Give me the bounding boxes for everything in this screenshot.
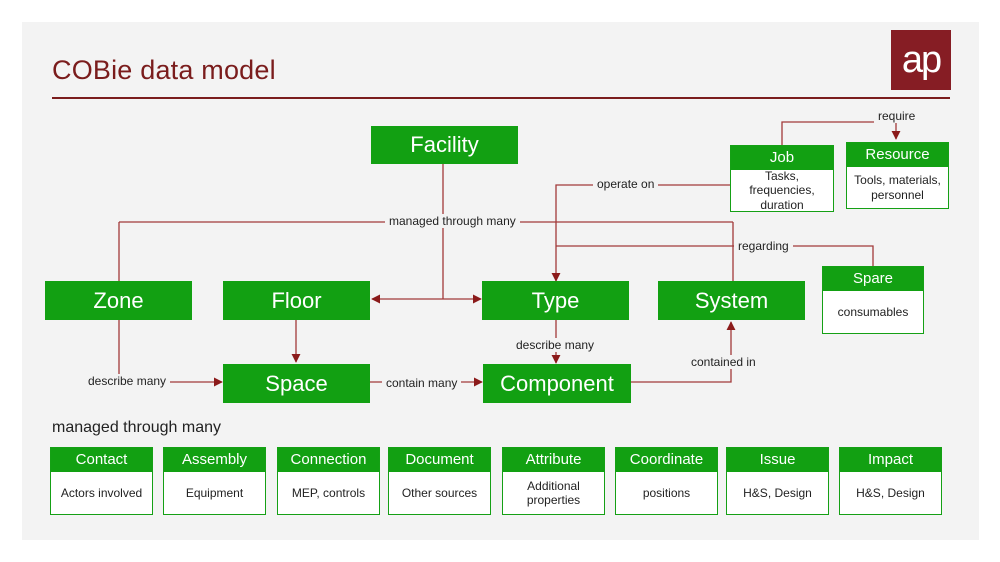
card-attribute-title: Attribute <box>503 448 604 472</box>
label-require: require <box>874 109 920 123</box>
label-describe-many-type: describe many <box>512 338 599 352</box>
require-connector <box>781 121 901 145</box>
entity-floor: Floor <box>223 281 370 320</box>
card-assembly-title: Assembly <box>164 448 265 472</box>
title-divider <box>52 97 950 99</box>
ap-logo: ap <box>891 30 951 90</box>
card-impact: Impact H&S, Design <box>839 447 942 515</box>
card-document-title: Document <box>389 448 490 472</box>
card-job-body: Tasks, frequencies, duration <box>749 168 815 212</box>
card-impact-body: H&S, Design <box>856 485 925 500</box>
label-contained-in: contained in <box>687 355 760 369</box>
card-spare: Spare consumables <box>822 266 924 334</box>
entity-zone: Zone <box>45 281 192 320</box>
label-describe-many-zone: describe many <box>84 374 171 388</box>
card-assembly-body: Equipment <box>185 485 244 500</box>
card-connection-title: Connection <box>278 448 379 472</box>
card-resource-title: Resource <box>847 143 948 167</box>
label-managed-top: managed through many <box>385 214 520 228</box>
card-assembly: Assembly Equipment <box>163 447 266 515</box>
entity-space: Space <box>223 364 370 403</box>
card-resource: Resource Tools, materials, personnel <box>846 142 949 209</box>
card-connection: Connection MEP, controls <box>277 447 380 515</box>
card-issue: Issue H&S, Design <box>726 447 829 515</box>
card-attribute: Attribute Additional properties <box>502 447 605 515</box>
operate-on-connector <box>551 184 730 282</box>
card-spare-title: Spare <box>823 267 923 291</box>
card-impact-title: Impact <box>840 448 941 472</box>
regarding-connector <box>556 245 874 266</box>
zone-to-space <box>118 320 223 387</box>
entity-system: System <box>658 281 805 320</box>
page-title: COBie data model <box>52 55 276 85</box>
label-operate-on: operate on <box>593 177 659 191</box>
card-coordinate-title: Coordinate <box>616 448 717 472</box>
card-coordinate-body: positions <box>642 485 691 500</box>
card-attribute-body: Additional properties <box>526 478 581 507</box>
label-contain-many: contain many <box>382 376 462 390</box>
component-to-system <box>631 321 736 383</box>
entity-component: Component <box>483 364 631 403</box>
label-regarding: regarding <box>734 239 793 253</box>
card-coordinate: Coordinate positions <box>615 447 718 515</box>
card-issue-title: Issue <box>727 448 828 472</box>
card-contact-body: Actors involved <box>60 485 143 500</box>
bottom-heading: managed through many <box>52 419 221 436</box>
card-issue-body: H&S, Design <box>743 485 812 500</box>
entity-facility: Facility <box>371 126 518 164</box>
card-connection-body: MEP, controls <box>291 485 366 500</box>
card-document-body: Other sources <box>401 485 478 500</box>
card-contact: Contact Actors involved <box>50 447 153 515</box>
card-job: Job Tasks, frequencies, duration <box>730 145 834 212</box>
card-resource-body: Tools, materials, personnel <box>854 173 941 202</box>
entity-type: Type <box>482 281 629 320</box>
card-spare-body: consumables <box>837 304 909 319</box>
card-contact-title: Contact <box>51 448 152 472</box>
card-job-title: Job <box>731 146 833 170</box>
card-document: Document Other sources <box>388 447 491 515</box>
